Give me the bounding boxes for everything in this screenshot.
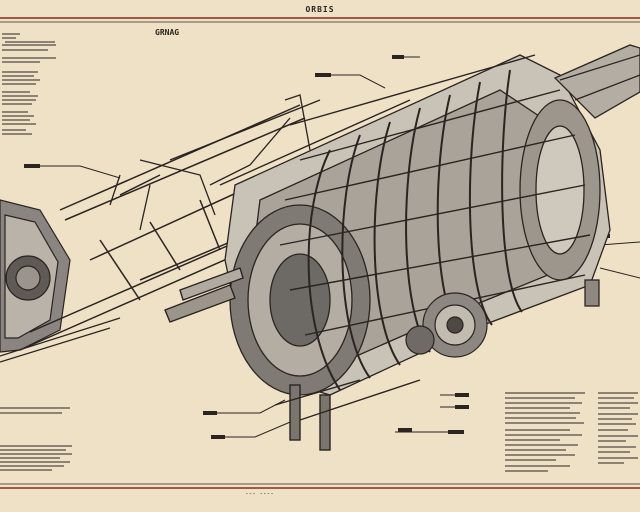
main-cylinder <box>224 54 611 396</box>
assembly-heading: GRNAG <box>155 28 180 37</box>
footer-caption: --- ---- <box>245 490 274 497</box>
right-boom <box>553 44 640 307</box>
stringers <box>169 54 591 336</box>
support-frame <box>109 94 311 231</box>
left-spindle <box>0 199 121 363</box>
annotation-block-bottom-right <box>505 392 638 472</box>
annotation-block-bottom-left <box>0 407 72 471</box>
annotation-block-top-left <box>2 33 56 135</box>
sheet-title: ORBIS <box>305 5 335 14</box>
lower-brackets <box>164 267 421 451</box>
gear-assembly <box>405 292 488 358</box>
